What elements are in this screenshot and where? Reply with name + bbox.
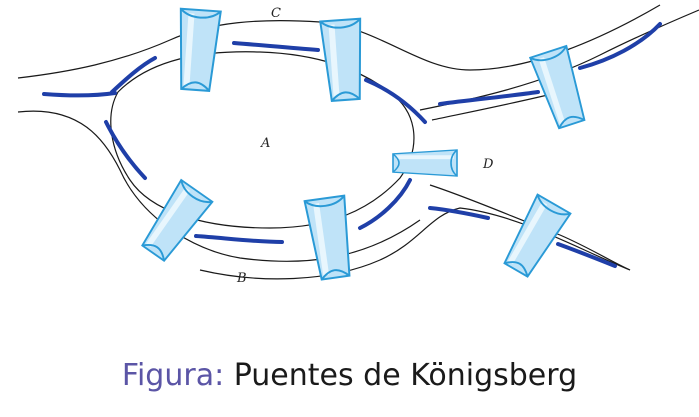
river-stroke [104,120,147,180]
river-stroke [428,206,490,220]
bridge-2 [319,17,367,103]
bridges [136,7,591,282]
figure-caption: Figura: Puentes de Königsberg [0,358,699,393]
konigsberg-bridges-diagram: C A D B [17,4,699,286]
label-region-d: D [482,157,494,172]
river-stroke [578,22,662,70]
river-stroke [110,56,157,94]
river-stroke [358,178,412,230]
label-region-a: A [260,136,270,151]
river-stroke [194,234,284,244]
bridge-5 [136,179,214,265]
label-region-c: C [271,6,281,21]
bridge-7 [498,193,572,281]
bridge-6 [303,194,357,282]
bridge-4 [392,149,458,177]
island-a-outline [110,51,415,229]
river-stroke [232,41,320,52]
river-stroke [438,90,540,106]
river-strokes [42,22,662,268]
bridge-3 [529,45,591,131]
river-stroke [556,242,617,268]
label-region-b: B [236,271,247,286]
bridge-1 [174,7,222,93]
caption-prefix: Figura: [121,358,225,393]
caption-text: Puentes de Königsberg [233,358,578,393]
river-stroke [42,91,117,98]
river-stroke [364,78,427,124]
